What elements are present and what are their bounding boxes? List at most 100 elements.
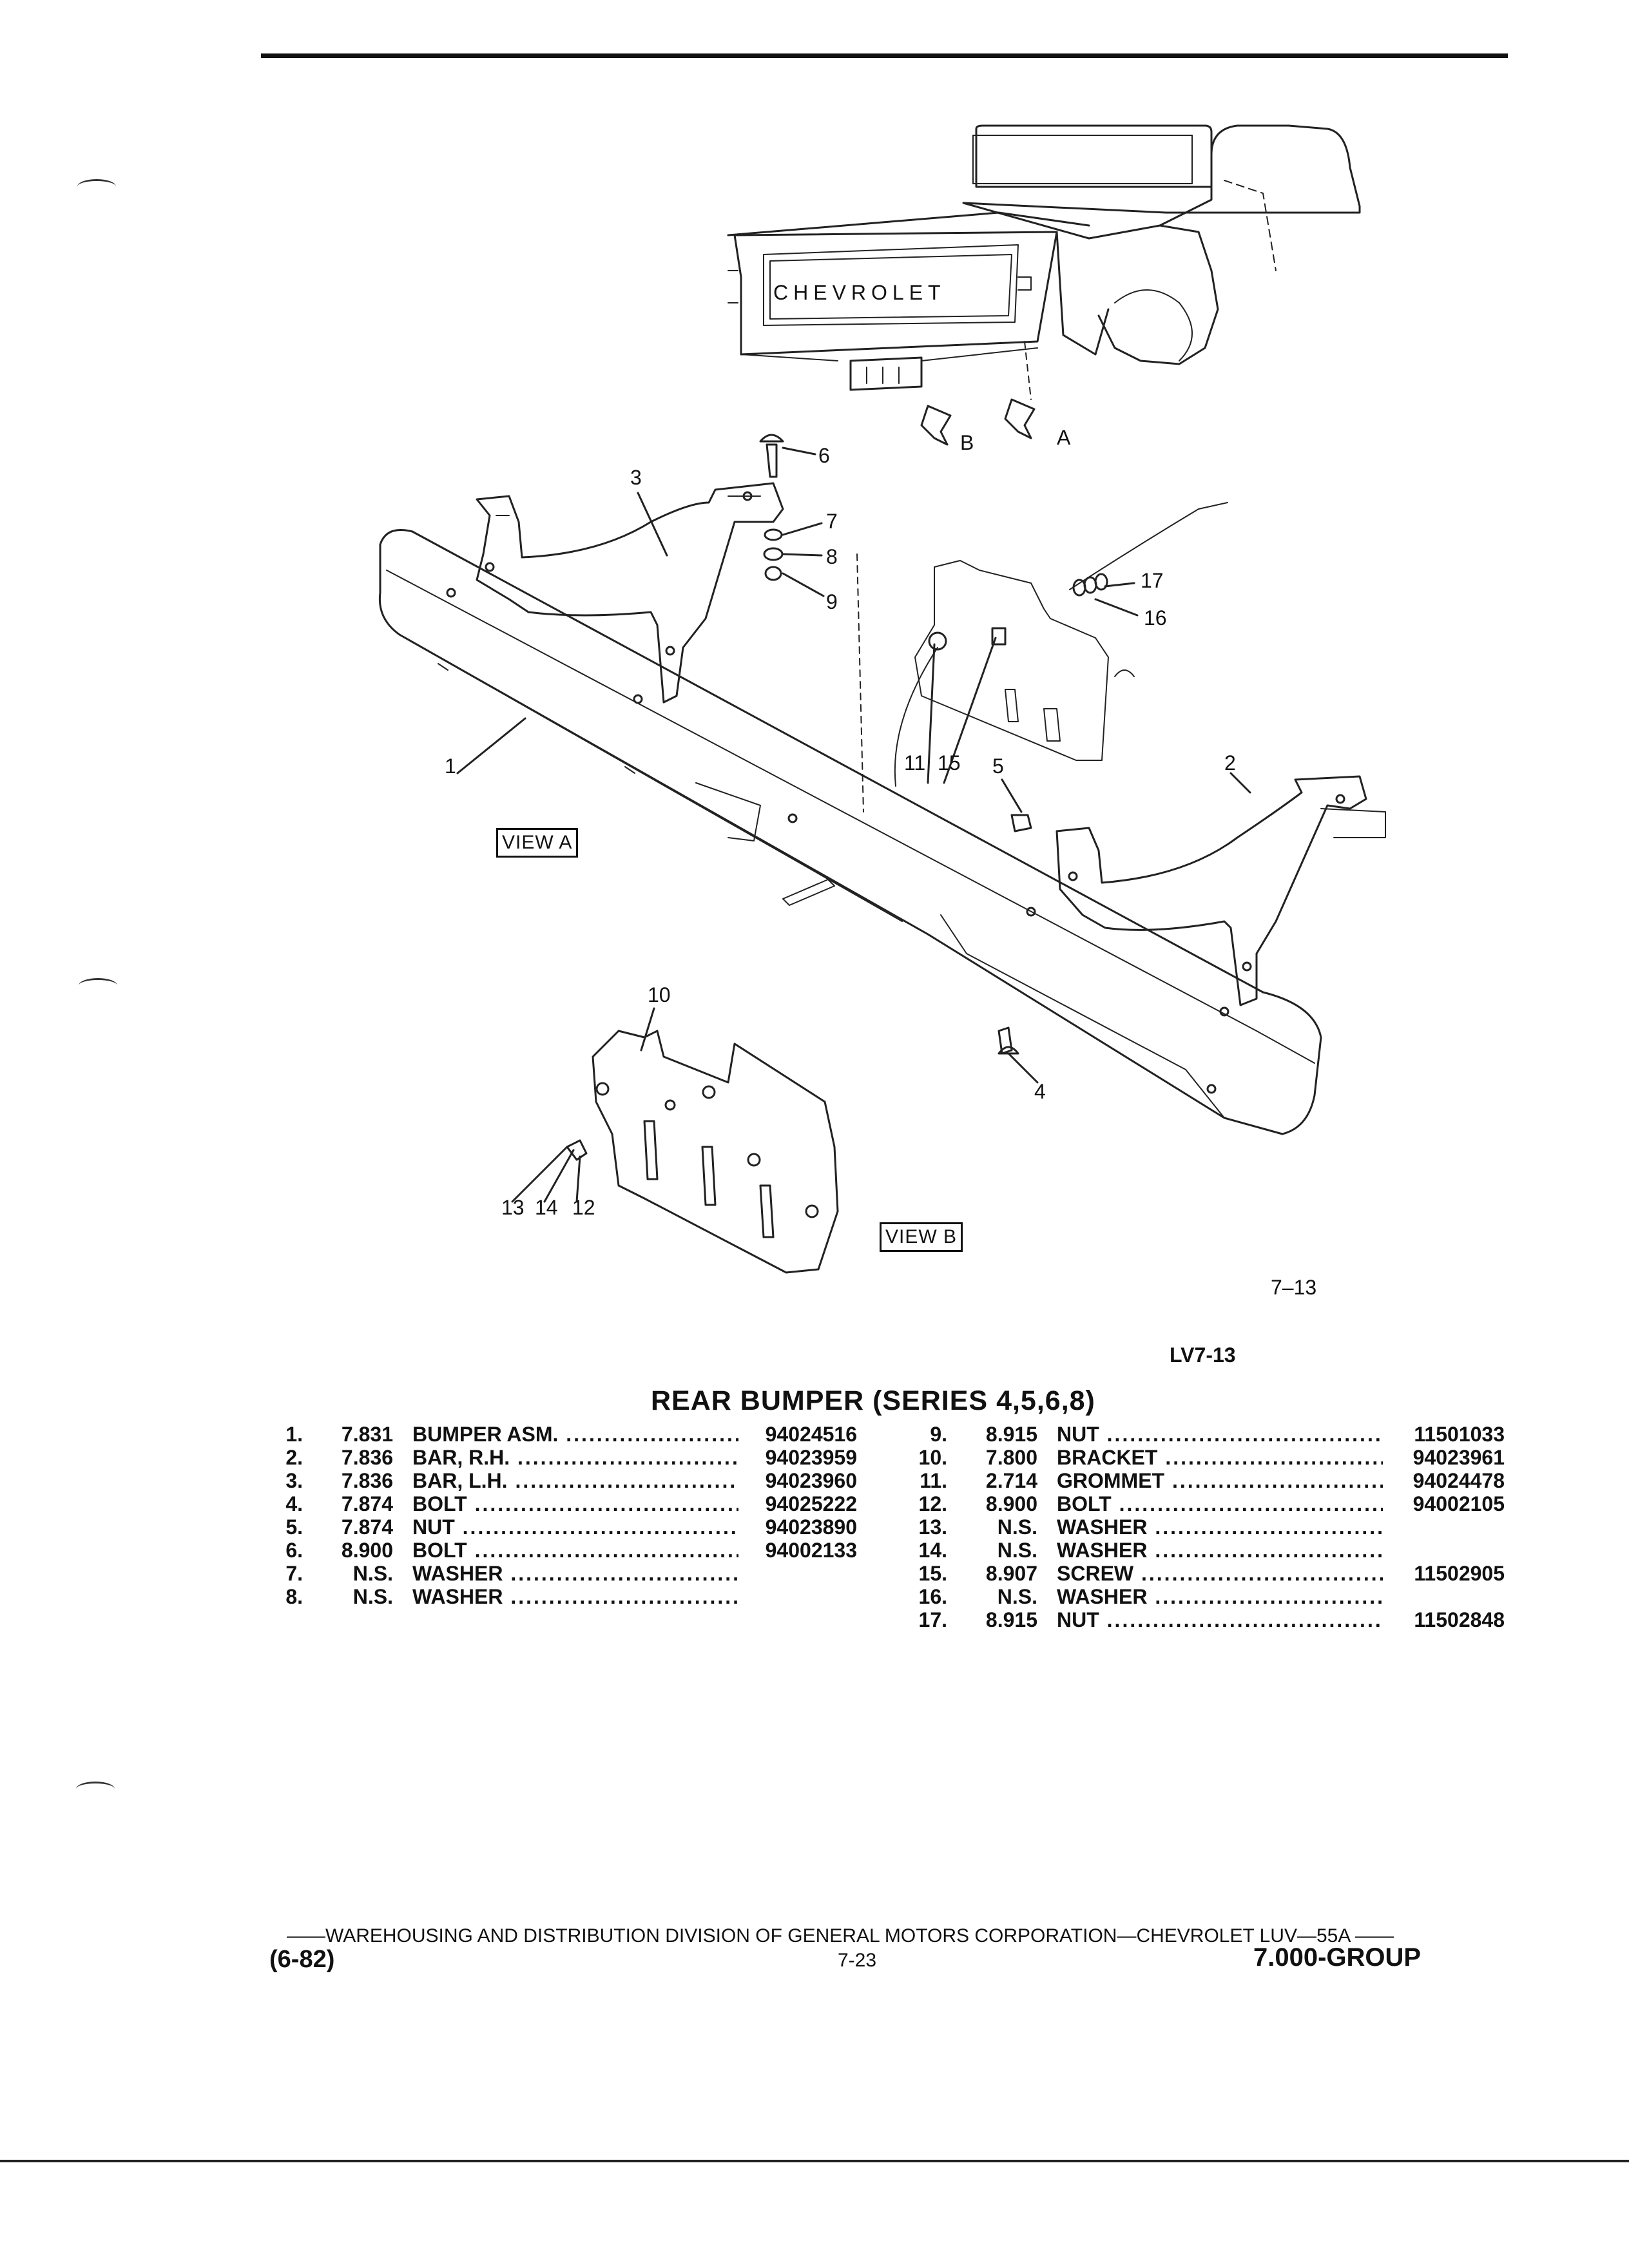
view-a-label: VIEW A (496, 828, 579, 858)
part-number: 11502905 (1383, 1562, 1505, 1585)
class-code: 8.900 (341, 1539, 393, 1562)
item-number: 14. (918, 1539, 947, 1562)
parts-row: 9.8.915NUT11501033 (899, 1423, 1505, 1446)
part-name: BOLT (412, 1539, 738, 1562)
part-number: 94025222 (738, 1492, 857, 1515)
item-number: 8. (285, 1585, 303, 1608)
page-number: 7-23 (838, 1950, 877, 1971)
section-title: REAR BUMPER (SERIES 4,5,6,8) (651, 1385, 1095, 1416)
callout-1: 1 (445, 754, 456, 778)
callout-8: 8 (826, 545, 838, 568)
parts-row: 3. 7.836 BAR, L.H.94023960 (255, 1469, 857, 1492)
part-name: WASHER (1057, 1585, 1383, 1608)
callout-2: 2 (1224, 751, 1236, 774)
figure-number: 7–13 (1271, 1276, 1317, 1299)
callout-15: 15 (938, 751, 961, 774)
parts-row: 4.7.874BOLT94025222 (255, 1492, 857, 1515)
parts-row: 15.8.907SCREW11502905 (899, 1562, 1505, 1585)
callout-13: 13 (501, 1196, 525, 1219)
part-number (738, 1562, 857, 1585)
part-number: 94002105 (1383, 1492, 1505, 1515)
part-name: BRACKET (1057, 1446, 1383, 1469)
bottom-rule (0, 2160, 1629, 2162)
item-number: 10. (918, 1446, 947, 1469)
part-name: SCREW (1057, 1562, 1383, 1585)
view-b-label: VIEW B (880, 1222, 963, 1252)
part-name: BUMPER ASM. (412, 1423, 738, 1446)
callout-11: 11 (904, 751, 925, 774)
parts-row: 6. 8.900 BOLT94002133 (255, 1539, 857, 1562)
item-number: 11. (920, 1469, 947, 1492)
class-code: 7.836 (341, 1446, 393, 1469)
class-code: N.S. (352, 1585, 393, 1608)
part-number: 94024478 (1383, 1469, 1505, 1492)
item-number: 7. (285, 1562, 303, 1585)
class-code: 7.831 (341, 1423, 393, 1446)
parts-row: 16. N.S. WASHER (899, 1585, 1505, 1608)
document-code: LV7-13 (1170, 1343, 1236, 1367)
tailgate-lettering: CHEVROLET (773, 281, 946, 304)
footer-date: (6-82) (269, 1946, 335, 1973)
part-number: 94002133 (738, 1539, 857, 1562)
class-code: 8.907 (985, 1562, 1037, 1585)
parts-row: 5.7.874NUT94023890 (255, 1515, 857, 1539)
parts-row: 8. N.S. WASHER (255, 1585, 857, 1608)
item-number: 3. (285, 1469, 303, 1492)
part-name: BAR, L.H. (412, 1469, 738, 1492)
callout-6: 6 (818, 444, 830, 467)
part-name: BOLT (1057, 1492, 1383, 1515)
class-code: 7.836 (341, 1469, 393, 1492)
item-number: 12. (918, 1492, 947, 1515)
margin-mark (79, 978, 117, 993)
part-name: WASHER (1057, 1539, 1383, 1562)
parts-row: 12. 8.900 BOLT94002105 (899, 1492, 1505, 1515)
class-code: 8.900 (985, 1492, 1037, 1515)
class-code: 7.800 (985, 1446, 1037, 1469)
parts-row: 14.N.S.WASHER (899, 1539, 1505, 1562)
callout-3: 3 (630, 466, 642, 489)
bumper-bar-illustration (378, 529, 1322, 1135)
view-arrow-a-label: A (1057, 426, 1071, 449)
class-code: N.S. (997, 1515, 1037, 1539)
callout-12: 12 (572, 1196, 595, 1219)
part-name: BAR, R.H. (412, 1446, 738, 1469)
view-arrow-b-label: B (960, 431, 974, 454)
part-number: 94023960 (738, 1469, 857, 1492)
callout-14: 14 (535, 1196, 558, 1219)
item-number: 4. (285, 1492, 303, 1515)
part-number (1383, 1539, 1505, 1562)
part-number: 11502848 (1383, 1608, 1505, 1631)
margin-mark (77, 179, 116, 194)
callout-7: 7 (826, 510, 838, 533)
part-name: WASHER (412, 1585, 738, 1608)
margin-mark (76, 1782, 115, 1796)
part-name: WASHER (412, 1562, 738, 1585)
item-number: 6. (285, 1539, 303, 1562)
class-code: 8.915 (985, 1608, 1037, 1631)
item-number: 9. (930, 1423, 947, 1446)
callout-5: 5 (992, 754, 1004, 778)
part-number (1383, 1585, 1505, 1608)
parts-row: 11.2.714GROMMET94024478 (899, 1469, 1505, 1492)
callout-17: 17 (1141, 569, 1164, 592)
parts-list-right: 9.8.915NUT11501033 10.7.800BRACKET940239… (899, 1423, 1505, 1631)
part-name: NUT (412, 1515, 738, 1539)
class-code: 8.915 (985, 1423, 1037, 1446)
class-code: 2.714 (985, 1469, 1037, 1492)
truck-illustration (727, 124, 1361, 391)
item-number: 16. (918, 1585, 947, 1608)
footer-division-line: ——WAREHOUSING AND DISTRIBUTION DIVISION … (287, 1925, 1394, 1946)
parts-row: 13.N.S.WASHER (899, 1515, 1505, 1539)
part-number: 94024516 (738, 1423, 857, 1446)
item-number: 17. (918, 1608, 947, 1631)
class-code: 7.874 (341, 1492, 393, 1515)
parts-row: 10.7.800BRACKET94023961 (899, 1446, 1505, 1469)
item-number: 5. (285, 1515, 303, 1539)
part-number: 94023959 (738, 1446, 857, 1469)
exploded-parts-diagram: CHEVROLET B A (378, 124, 1386, 1274)
class-code: N.S. (997, 1585, 1037, 1608)
part-number (1383, 1515, 1505, 1539)
part-number: 11501033 (1383, 1423, 1505, 1446)
